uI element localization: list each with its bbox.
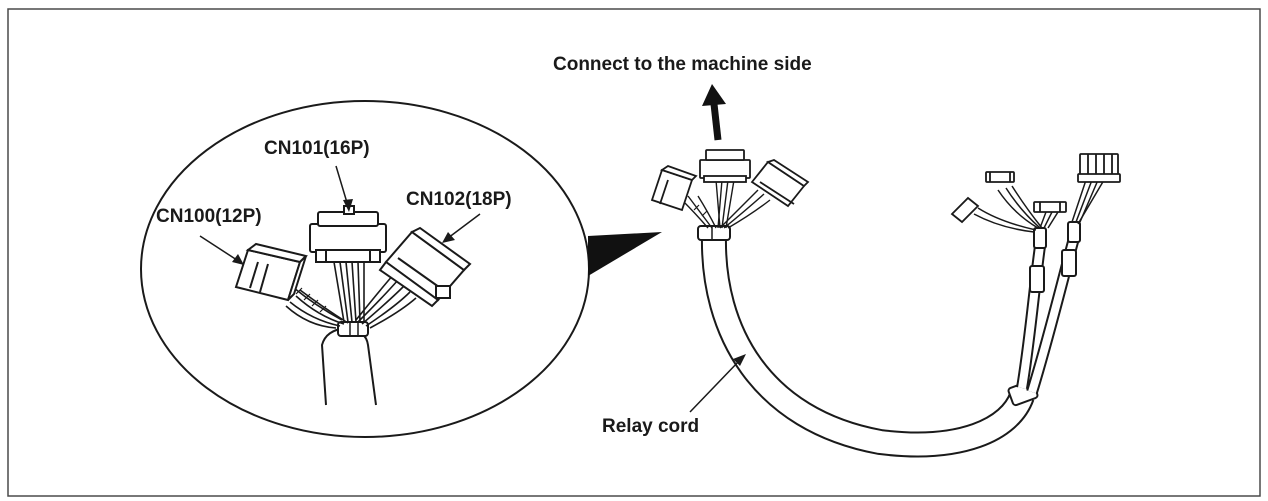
machine-side-arrow: [702, 84, 726, 141]
relay-cord-cable: [697, 225, 1039, 458]
cn102-leader-arrow: [442, 213, 481, 243]
relay-cord-end-connectors: [950, 153, 1121, 224]
relay-cord-label: Relay cord: [602, 416, 700, 437]
cn100-leader-arrow: [199, 235, 244, 265]
relay-cord-leader-arrow: [689, 354, 746, 413]
relay-cord-top-connectors: [650, 149, 810, 212]
cn102-connector: [378, 226, 472, 308]
cn101-connector: [309, 205, 387, 263]
cn101-label: CN101(16P): [264, 138, 370, 159]
cn102-label: CN102(18P): [406, 189, 512, 210]
cn101-leader-arrow: [335, 165, 353, 212]
machine-side-label: Connect to the machine side: [553, 54, 812, 75]
zoom-pointer: [588, 232, 662, 276]
detail-cable: [320, 321, 377, 406]
diagram-border: [7, 8, 1261, 497]
relay-cord-end-wires: [973, 179, 1105, 233]
cn100-label: CN100(12P): [156, 206, 262, 227]
relay-cord-branches: [1016, 221, 1081, 394]
cn100-connector: [234, 242, 308, 302]
relay-cord-top-wires: [681, 179, 771, 229]
